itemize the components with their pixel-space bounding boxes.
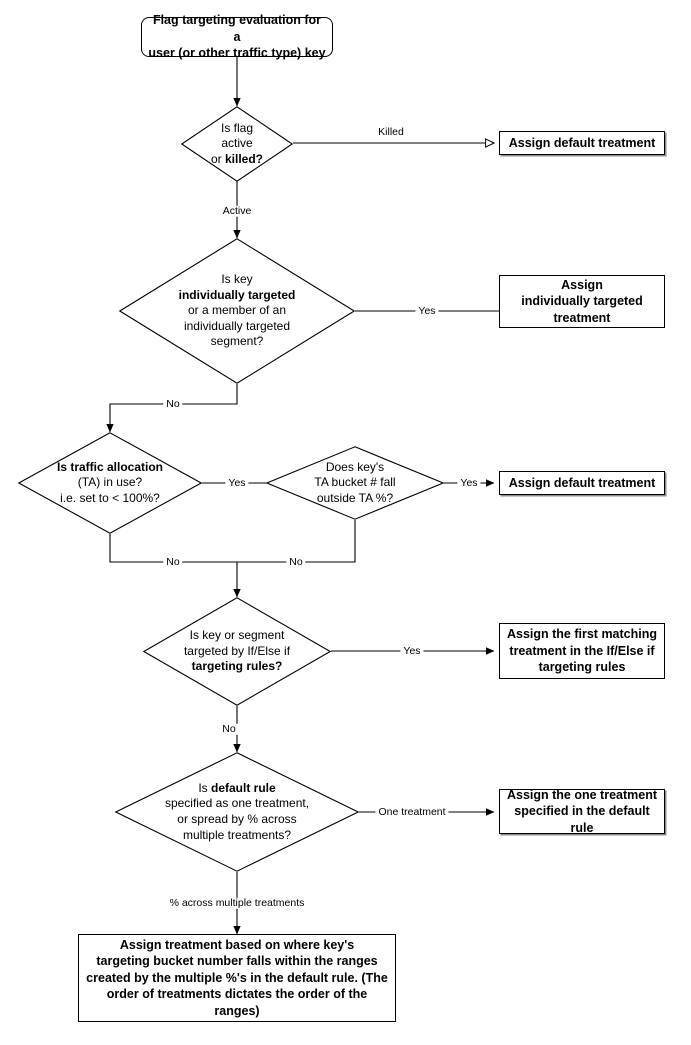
node-decision-ifelse-targeting-rules-label: Is key or segment targeted by If/Else if… xyxy=(143,597,331,706)
edge-label-d4-yes: Yes xyxy=(457,478,481,489)
diamond-shape xyxy=(17,432,203,534)
d1-line1: Is flag xyxy=(220,120,253,135)
node-decision-ifelse-targeting-rules[interactable]: Is key or segment targeted by If/Else if… xyxy=(142,597,332,706)
t2-line2: individually targeted xyxy=(521,294,643,309)
t6-line4: order of treatments dictates the order o… xyxy=(106,987,368,1018)
d6-line1-plain: Is xyxy=(198,780,211,795)
node-decision-individually-targeted[interactable]: Is key individually targeted or a member… xyxy=(118,238,356,384)
node-decision-individually-targeted-label: Is key individually targeted or a member… xyxy=(119,238,355,384)
node-decision-flag-active-killed-label: Is flag active or killed? xyxy=(181,106,293,182)
node-assign-treatment-by-bucket-range[interactable]: Assign treatment based on where key's ta… xyxy=(78,934,396,1022)
edge-label-d4-no: No xyxy=(286,557,306,568)
d6-line4: multiple treatments? xyxy=(182,827,292,842)
diamond-shape xyxy=(118,238,356,384)
diamond-shape xyxy=(114,752,360,872)
node-start[interactable]: Flag targeting evaluation for a user (or… xyxy=(141,13,333,61)
d1-line3-plain: or xyxy=(210,151,225,166)
node-assign-one-treatment-default-rule[interactable]: Assign the one treatment specified in th… xyxy=(499,787,665,835)
t5-line1: Assign the one treatment xyxy=(506,787,658,802)
d2-line2: individually targeted xyxy=(178,287,296,302)
node-start-line2: user (or other traffic type) key xyxy=(148,46,326,61)
t5-line2: specified in the default rule xyxy=(514,804,650,835)
edge-label-killed: Killed xyxy=(375,127,407,138)
t1-line1: Assign default treatment xyxy=(508,135,656,150)
diamond-shape xyxy=(180,106,294,182)
d2-line3: or a member of an xyxy=(187,303,287,318)
node-assign-default-treatment-ta[interactable]: Assign default treatment xyxy=(499,471,665,495)
d6-line3: or spread by % across xyxy=(177,812,297,826)
t6-line3: created by the multiple %'s in the defau… xyxy=(86,970,388,985)
t4-line2: treatment in the If/Else if xyxy=(509,643,655,658)
edge-label-d5-no: No xyxy=(219,724,239,735)
edge-label-d2-yes: Yes xyxy=(415,306,439,317)
d6-line1-bold: default rule xyxy=(210,780,276,795)
d2-line5: segment? xyxy=(210,334,264,349)
t3-line1: Assign default treatment xyxy=(508,475,656,490)
node-assign-individually-targeted-treatment[interactable]: Assign individually targeted treatment xyxy=(499,275,665,328)
d1-line3-bold: killed? xyxy=(225,151,264,166)
d3-line3: i.e. set to < 100%? xyxy=(60,490,160,505)
d5-line1: Is key or segment xyxy=(189,628,285,643)
edge-label-d5-yes: Yes xyxy=(400,646,424,657)
diamond-shape xyxy=(142,597,332,706)
t2-line3: treatment xyxy=(553,310,611,325)
d1-line2: active xyxy=(221,136,253,151)
edge-label-active: Active xyxy=(219,206,255,217)
d2-line1: Is key xyxy=(221,272,253,287)
node-decision-flag-active-killed[interactable]: Is flag active or killed? xyxy=(180,106,294,182)
edge-label-d3-yes: Yes xyxy=(225,478,249,489)
node-assign-first-matching-treatment[interactable]: Assign the first matching treatment in t… xyxy=(499,623,665,679)
t6-line2: targeting bucket number falls within the… xyxy=(96,954,378,969)
d2-line4: individually targeted xyxy=(183,318,291,333)
edge-label-d3-no: No xyxy=(163,557,183,568)
t6-line1: Assign treatment based on where key's xyxy=(119,937,355,952)
node-decision-default-rule[interactable]: Is default rule specified as one treatme… xyxy=(114,752,360,872)
t4-line3: targeting rules xyxy=(538,660,626,675)
edge-label-d2-no: No xyxy=(163,399,183,410)
d3-line1: Is traffic allocation xyxy=(56,459,164,474)
node-decision-ta-bucket-outside-label: Does key's TA bucket # fall outside TA %… xyxy=(266,446,444,520)
node-assign-default-treatment-killed[interactable]: Assign default treatment xyxy=(499,131,665,155)
d6-line2: specified as one treatment, xyxy=(164,796,310,811)
node-decision-traffic-allocation[interactable]: Is traffic allocation (TA) in use? i.e. … xyxy=(17,432,203,534)
node-decision-traffic-allocation-label: Is traffic allocation (TA) in use? i.e. … xyxy=(18,432,202,534)
d5-line3: targeting rules? xyxy=(191,659,283,674)
t2-line1: Assign xyxy=(561,277,603,292)
diamond-shape xyxy=(265,446,445,520)
t4-line1: Assign the first matching xyxy=(506,627,658,642)
d3-line2: (TA) in use? xyxy=(77,475,143,490)
edge-label-d6-percent-across: % across multiple treatments xyxy=(166,898,308,909)
node-decision-default-rule-label: Is default rule specified as one treatme… xyxy=(115,752,359,872)
d5-line2: targeted by If/Else if xyxy=(183,643,291,658)
node-decision-ta-bucket-outside[interactable]: Does key's TA bucket # fall outside TA %… xyxy=(265,446,445,520)
d4-line1: Does key's xyxy=(325,459,385,474)
d4-line3: outside TA %? xyxy=(316,490,394,505)
d4-line2: TA bucket # fall xyxy=(314,475,396,490)
node-start-line1: Flag targeting evaluation for a xyxy=(152,12,322,44)
edge-label-d6-one-treatment: One treatment xyxy=(375,807,449,818)
